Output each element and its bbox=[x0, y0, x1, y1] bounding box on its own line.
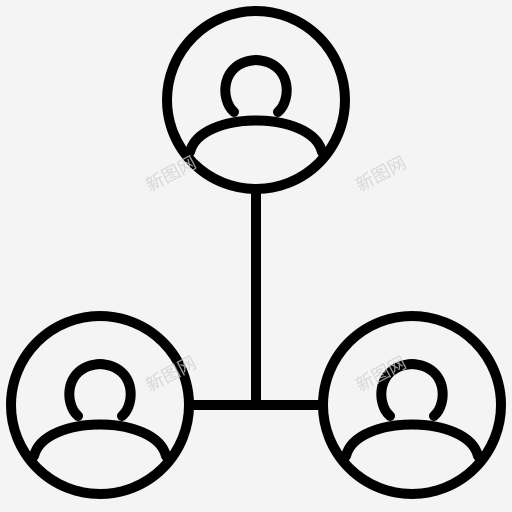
top-user-head-icon bbox=[220, 55, 292, 117]
watermark-text: 新图网 bbox=[352, 153, 410, 197]
top-user-shoulders-icon bbox=[185, 115, 327, 157]
top-user-circle bbox=[162, 6, 350, 194]
right-user-circle bbox=[318, 311, 506, 499]
watermark-text: 新图网 bbox=[142, 153, 200, 197]
left-user-shoulders-icon bbox=[29, 419, 171, 461]
right-user-shoulders-icon bbox=[341, 419, 483, 461]
left-user-node bbox=[6, 311, 194, 499]
top-user-node bbox=[162, 6, 350, 194]
left-user-circle bbox=[6, 311, 194, 499]
right-user-node bbox=[318, 311, 506, 499]
left-user-head-icon bbox=[64, 359, 136, 421]
right-user-head-icon bbox=[376, 359, 448, 421]
